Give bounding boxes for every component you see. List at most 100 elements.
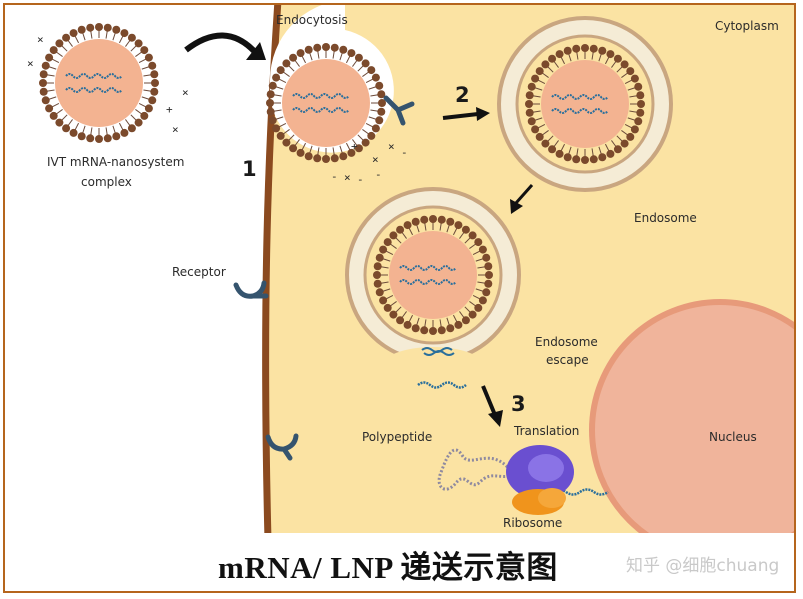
lipid-tail [46, 89, 55, 92]
lipid-head [454, 320, 463, 329]
lipid-tail [138, 58, 147, 64]
lipid-tail [408, 314, 414, 323]
lipid-tail [275, 86, 284, 90]
lipid-tail [352, 59, 358, 67]
figure-caption: mRNA/ LNP 递送示意图 [218, 550, 558, 585]
lipid-tail [105, 30, 108, 39]
lipid-head [375, 288, 384, 297]
lipid-head [379, 245, 388, 254]
lipid-head [296, 148, 305, 157]
lipid-head [527, 117, 536, 126]
lipid-tail [380, 266, 389, 269]
lipid-head [525, 100, 533, 108]
lipid-head [626, 132, 635, 141]
lipid-tail [282, 71, 290, 77]
lipid-head [375, 116, 384, 125]
lipid-head [296, 49, 305, 58]
endocytosis-arrow [184, 32, 258, 55]
endosome-transfer-arrowhead [510, 199, 523, 214]
lipid-head [45, 53, 54, 62]
lipid-tail [105, 127, 108, 136]
lipid-tail [90, 127, 93, 136]
lipid-head [39, 87, 48, 96]
lipid-head [339, 45, 348, 54]
lipid-tail [61, 114, 68, 121]
lipid-tail [345, 142, 351, 151]
lipid-head [49, 46, 58, 55]
lipid-head [361, 138, 370, 147]
lipid-head [361, 59, 370, 68]
lipid-tail [537, 79, 546, 85]
charge-mark: - [357, 173, 364, 186]
lipid-tail [55, 109, 63, 115]
lipid-tail [472, 294, 481, 300]
lipid-head [62, 124, 71, 133]
lipid-head [339, 152, 348, 161]
lnp-particle-free [39, 23, 159, 143]
lipid-tail [534, 87, 543, 91]
lipid-tail [143, 89, 152, 92]
charge-mark: × [27, 57, 34, 70]
receptor-icon [383, 95, 415, 126]
lipid-tail [368, 116, 377, 120]
lipid-tail [332, 50, 335, 59]
lipid-tail [380, 281, 389, 284]
lipid-tail [48, 96, 57, 100]
lipid-tail [143, 74, 152, 77]
lnp-core [55, 39, 143, 127]
lipid-head [148, 96, 157, 105]
lipid-head [276, 66, 285, 75]
lipid-head [411, 217, 420, 226]
lipid-tail [627, 87, 636, 91]
lipid-head [268, 81, 277, 90]
lipid-head [151, 79, 159, 87]
lipid-head [634, 82, 643, 91]
lipid-tail [629, 95, 638, 98]
lipid-head [396, 225, 405, 234]
lipid-tail [317, 50, 320, 59]
lipid-tail [532, 95, 541, 98]
lipid-tail [273, 94, 282, 97]
lipid-tail [439, 222, 442, 231]
lipid-tail [469, 243, 477, 249]
lipid-head [454, 221, 463, 230]
lipid-head [637, 100, 645, 108]
lipid-tail [138, 102, 147, 108]
lipid-tail [459, 311, 465, 319]
lipid-tail [452, 314, 458, 323]
lipid-head [120, 29, 129, 38]
lipid-head [55, 118, 64, 127]
lipid-tail [301, 55, 307, 64]
lipid-head [330, 43, 339, 52]
lipid-tail [475, 258, 484, 262]
lipid-tail [408, 227, 414, 236]
charge-mark: - [375, 168, 382, 181]
mrna-strand [65, 87, 123, 93]
lipid-head [266, 90, 275, 99]
lipid-tail [424, 222, 427, 231]
lipid-tail [389, 243, 397, 249]
lipid-head [535, 67, 544, 76]
lipid-tail [135, 51, 143, 57]
ribosome-small-subunit-lobe [538, 488, 566, 508]
lipid-tail [621, 72, 629, 78]
lipid-head [429, 327, 437, 335]
lipid-tail [67, 39, 73, 47]
lipid-head [446, 217, 455, 226]
lipid-tail [568, 146, 572, 155]
lipid-tail [345, 55, 351, 64]
lipid-tail [477, 266, 486, 269]
lipid-head [446, 324, 455, 333]
step-number-2: 2 [455, 83, 470, 107]
lipid-head [354, 53, 363, 62]
label-ribosome: Ribosome [503, 516, 562, 530]
step-number-1: 1 [242, 157, 257, 181]
lipid-head [375, 81, 384, 90]
lipid-tail [339, 145, 343, 154]
lipid-head [531, 74, 540, 83]
mrna-strand [551, 94, 609, 100]
lnp-delivery-diagram: × × + × × + × × - - × - - Endocytosis Cy… [27, 5, 794, 533]
lipid-head [563, 46, 572, 55]
lipid-head [589, 155, 598, 164]
lipid-head [527, 82, 536, 91]
